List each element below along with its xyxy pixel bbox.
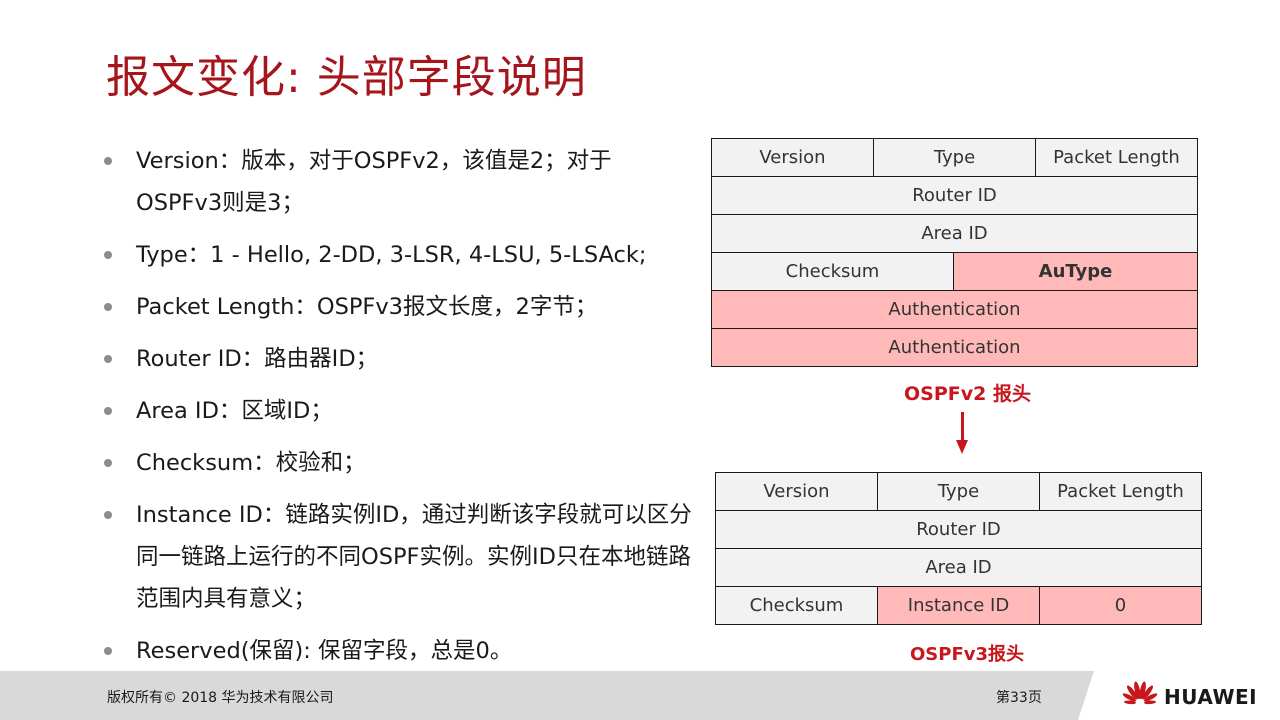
ospfv3-header-table: Version Type Packet Length Router ID Are… — [715, 472, 1202, 625]
down-arrow-icon — [961, 412, 964, 442]
list-item: Reserved(保留): 保留字段，总是0。 — [104, 630, 694, 672]
field-description-list: Version：版本，对于OSPFv2，该值是2；对于OSPFv3则是3； Ty… — [104, 140, 694, 682]
page-number: 第33页 — [996, 690, 1042, 706]
bullet-dot-icon — [104, 407, 112, 415]
list-item: Instance ID：链路实例ID，通过判断该字段就可以区分同一链路上运行的不… — [104, 494, 694, 620]
bullet-dot-icon — [104, 355, 112, 363]
bullet-dot-icon — [104, 303, 112, 311]
ospfv2-header-table: Version Type Packet Length Router ID Are… — [711, 138, 1198, 367]
authentication-cell: Authentication — [711, 328, 1198, 367]
list-item-text: Area ID：区域ID； — [136, 398, 333, 424]
footer-bar: 版权所有© 2018 华为技术有限公司 第33页 HUAWEI — [0, 671, 1280, 720]
area-id-cell: Area ID — [715, 548, 1202, 587]
page-title: 报文变化: 头部字段说明 — [106, 52, 587, 103]
list-item: Router ID：路由器ID； — [104, 338, 694, 380]
list-item: Packet Length：OSPFv3报文长度，2字节； — [104, 286, 694, 328]
type-cell: Type — [877, 472, 1040, 511]
list-item-text: Packet Length：OSPFv3报文长度，2字节； — [136, 294, 598, 320]
type-cell: Type — [873, 138, 1036, 177]
copyright-text: 版权所有© 2018 华为技术有限公司 — [107, 690, 334, 706]
router-id-cell: Router ID — [711, 176, 1198, 215]
checksum-cell: Checksum — [715, 586, 878, 625]
packet-length-cell: Packet Length — [1035, 138, 1198, 177]
list-item-text: Version：版本，对于OSPFv2，该值是2；对于OSPFv3则是3； — [136, 148, 612, 216]
version-cell: Version — [715, 472, 878, 511]
list-item: Area ID：区域ID； — [104, 390, 694, 432]
ospfv3-caption: OSPFv3报头 — [910, 644, 1025, 665]
checksum-cell: Checksum — [711, 252, 954, 291]
bullet-dot-icon — [104, 647, 112, 655]
list-item-text: Router ID：路由器ID； — [136, 346, 379, 372]
bullet-dot-icon — [104, 157, 112, 165]
bullet-dot-icon — [104, 251, 112, 259]
reserved-cell: 0 — [1039, 586, 1202, 625]
list-item-text: Checksum：校验和； — [136, 450, 366, 476]
authentication-cell: Authentication — [711, 290, 1198, 329]
autype-cell: AuType — [953, 252, 1198, 291]
brand-name: HUAWEI — [1164, 685, 1258, 709]
area-id-cell: Area ID — [711, 214, 1198, 253]
instance-id-cell: Instance ID — [877, 586, 1040, 625]
version-cell: Version — [711, 138, 874, 177]
packet-length-cell: Packet Length — [1039, 472, 1202, 511]
bullet-dot-icon — [104, 511, 112, 519]
ospfv2-caption: OSPFv2 报头 — [904, 383, 1031, 405]
router-id-cell: Router ID — [715, 510, 1202, 549]
list-item-text: Instance ID：链路实例ID，通过判断该字段就可以区分同一链路上运行的不… — [136, 502, 692, 612]
list-item: Checksum：校验和； — [104, 442, 694, 484]
down-arrow-head-icon — [956, 440, 968, 454]
huawei-logo-icon — [1122, 681, 1158, 705]
list-item: Version：版本，对于OSPFv2，该值是2；对于OSPFv3则是3； — [104, 140, 694, 224]
list-item-text: Reserved(保留): 保留字段，总是0。 — [136, 638, 513, 664]
list-item: Type：1 - Hello, 2-DD, 3-LSR, 4-LSU, 5-LS… — [104, 234, 694, 276]
list-item-text: Type：1 - Hello, 2-DD, 3-LSR, 4-LSU, 5-LS… — [136, 242, 647, 268]
bullet-dot-icon — [104, 459, 112, 467]
